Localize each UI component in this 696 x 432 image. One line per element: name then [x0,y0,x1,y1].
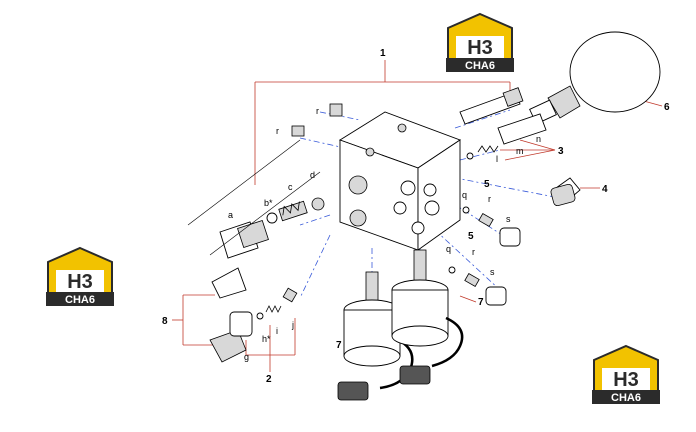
valve-block [338,111,461,251]
label-r-lower-5: r [472,247,475,257]
label-s-lower: s [490,267,495,277]
label-g: g [244,352,249,362]
part-c-spring [278,200,308,222]
label-r-upper-5: r [488,194,491,204]
label-2: 2 [266,374,272,385]
logo-bottom-right: H3 CHA6 [592,344,660,404]
part-8-lever [209,267,247,363]
logo-text: CHA6 [65,294,95,306]
logo-mark: H3 [67,271,93,293]
label-c: c [288,182,293,192]
label-d: d [310,170,315,180]
part-d-seal [311,197,325,211]
label-m: m [516,146,524,156]
label-4: 4 [602,184,608,195]
label-h: h* [262,334,271,344]
logo-top: H3 CHA6 [446,12,514,72]
label-j: j [291,320,294,330]
part-2-group [229,287,298,337]
logo-mark: H3 [613,369,639,391]
label-b: b* [264,198,273,208]
label-6: 6 [664,102,670,113]
part-4-plug [550,177,581,207]
label-7-right: 7 [478,297,484,308]
part-7-solenoid-right [391,249,464,385]
label-r-top: r [316,106,319,116]
label-5-upper: 5 [484,179,490,190]
part-5-upper-group [462,206,521,247]
label-5-lower: 5 [468,231,474,242]
part-3-cartridge [459,87,547,160]
label-1: 1 [380,48,386,59]
label-s-upper: s [506,214,511,224]
label-r-left: r [276,126,279,136]
part-r-plug-top [329,103,343,117]
label-i: i [276,326,278,336]
label-l: l [496,154,498,164]
label-7-left: 7 [336,340,342,351]
part-r-plug-left [291,125,305,137]
label-3: 3 [558,146,564,157]
label-n: n [536,134,541,144]
part-b-oring [266,212,278,224]
label-q-lower: q [446,244,451,254]
part-5-lower-group [448,266,507,306]
logo-text: CHA6 [611,392,641,404]
leader-lines [172,60,663,372]
logo-left: H3 CHA6 [46,246,114,306]
label-q-upper: q [462,190,467,200]
label-a: a [228,210,233,220]
part-a-cartridge [187,139,321,259]
label-8: 8 [162,316,168,327]
logo-text: CHA6 [465,60,495,72]
part-6-accumulator [529,31,661,125]
logo-mark: H3 [467,37,493,59]
